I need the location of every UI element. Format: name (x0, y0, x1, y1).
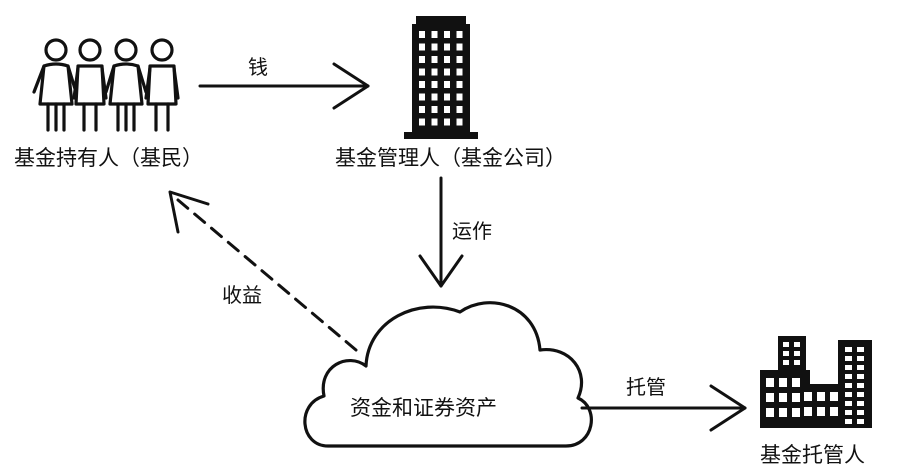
office-building-icon (404, 16, 478, 139)
operate-label: 运作 (452, 219, 492, 243)
building-window (419, 56, 425, 63)
building-window (444, 43, 450, 51)
building-window (779, 378, 787, 387)
building-window (845, 374, 852, 379)
building-window (804, 407, 812, 416)
person-icon (72, 38, 108, 132)
building-window (857, 383, 864, 388)
building-window (794, 351, 800, 356)
holders-label: 基金持有人（基民） (14, 146, 203, 170)
assets-label: 资金和证券资产 (350, 396, 497, 420)
building-window (817, 407, 825, 416)
person-icon (104, 38, 148, 132)
building-window (419, 106, 425, 113)
building-window (817, 392, 825, 401)
building-window (444, 56, 450, 63)
building-window (792, 408, 800, 417)
building-window (419, 31, 425, 38)
returns-label: 收益 (222, 283, 262, 307)
building-window (804, 392, 812, 401)
money-label: 钱 (248, 55, 268, 79)
person-icon (32, 38, 78, 132)
building-window (431, 68, 438, 76)
building-window (444, 93, 450, 101)
building-window (845, 410, 852, 415)
cloud-icon (303, 301, 593, 448)
custodian-label: 基金托管人 (760, 443, 865, 467)
building-window (456, 43, 463, 51)
building-window (845, 383, 852, 388)
custody-arrow (580, 384, 747, 432)
building-window (456, 93, 463, 101)
building-window (456, 81, 463, 88)
building-window (857, 365, 864, 370)
building-window (783, 342, 789, 347)
building-window (431, 93, 438, 101)
building-window (794, 360, 800, 365)
building-window (766, 378, 774, 387)
building-window (794, 342, 800, 347)
building-window (419, 81, 425, 88)
building-window (845, 392, 852, 397)
building-window (444, 31, 450, 38)
returns-arrow (168, 190, 358, 352)
person-icon (144, 38, 180, 132)
building-window (456, 118, 463, 126)
building-window (845, 365, 852, 370)
building-window (431, 118, 438, 126)
building-window (845, 401, 852, 406)
manager-label: 基金管理人（基金公司） (335, 146, 566, 170)
operate-arrow (418, 176, 464, 288)
building-window (792, 378, 800, 387)
building-window (419, 68, 425, 76)
building-window (444, 81, 450, 88)
people-group-icon (32, 38, 180, 132)
building-window (792, 393, 800, 402)
building-window (779, 393, 787, 402)
building-window (857, 401, 864, 406)
building-window (431, 81, 438, 88)
building-window (431, 31, 438, 38)
building-window (456, 56, 463, 63)
building-window (766, 408, 774, 417)
building-window (857, 356, 864, 361)
building-window (419, 93, 425, 101)
building-window (431, 43, 438, 51)
building-window (857, 419, 864, 424)
building-window (857, 347, 864, 352)
money-arrow (198, 62, 370, 110)
buildings-icon (760, 336, 872, 428)
building-window (444, 106, 450, 113)
building-window (419, 118, 425, 126)
building-window (857, 410, 864, 415)
building-window (857, 374, 864, 379)
building-window (830, 407, 838, 416)
building-window (845, 356, 852, 361)
building-window (456, 106, 463, 113)
building-window (783, 351, 789, 356)
building-window (419, 43, 425, 51)
building-window (456, 68, 463, 76)
building-window (857, 392, 864, 397)
building-window (779, 408, 787, 417)
building-window (431, 106, 438, 113)
building-window (456, 31, 463, 38)
building-window (830, 392, 838, 401)
custody-label: 托管 (626, 375, 666, 399)
building-window (444, 68, 450, 76)
building-window (431, 56, 438, 63)
building-window (845, 347, 852, 352)
building-window (766, 393, 774, 402)
building-window (783, 360, 789, 365)
building-window (444, 118, 450, 126)
building-window (845, 419, 852, 424)
